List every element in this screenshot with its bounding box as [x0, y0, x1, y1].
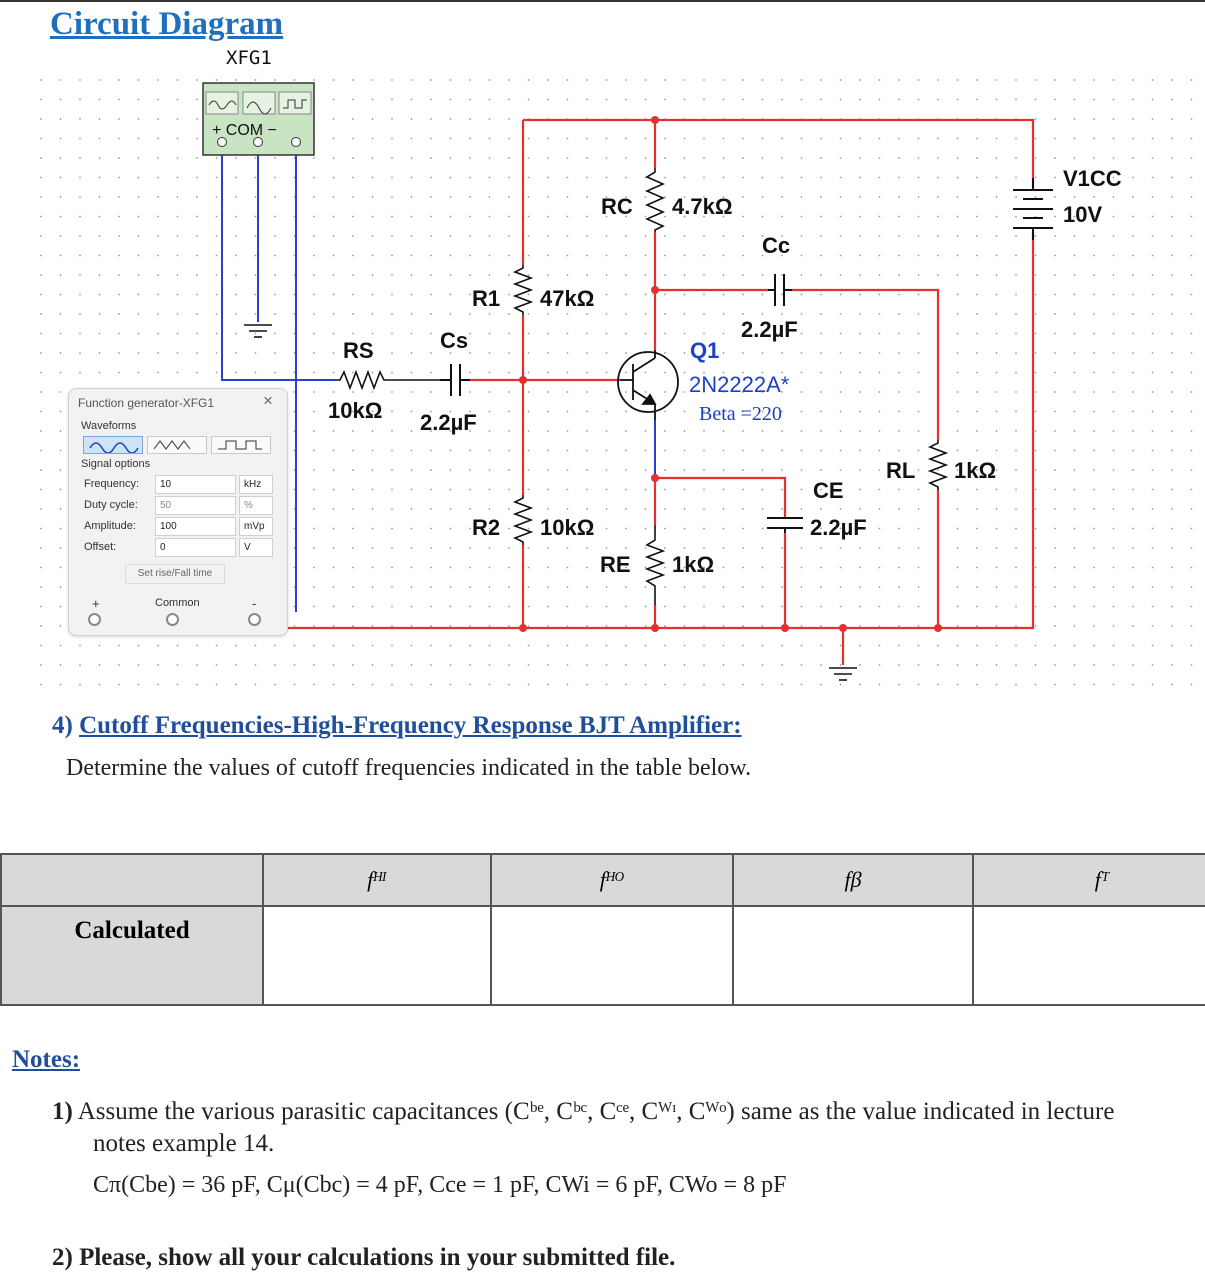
blue-wires — [221, 152, 656, 612]
resistor-r2 — [512, 495, 534, 545]
amplitude-unit[interactable]: mVp — [239, 517, 273, 536]
table-cell[interactable] — [490, 905, 734, 1006]
plus-terminal-label: + — [92, 596, 100, 611]
offset-input[interactable]: 0 — [155, 538, 236, 557]
square-wave-button[interactable] — [211, 436, 271, 454]
rl-value: 1kΩ — [954, 458, 996, 483]
r1-name: R1 — [472, 286, 500, 311]
note-2-number: 2) — [52, 1244, 73, 1271]
q-beta: Beta =220 — [699, 403, 782, 425]
red-wires — [286, 118, 1035, 665]
sine-wave-button[interactable] — [83, 436, 143, 454]
frequency-label: Frequency: — [84, 478, 140, 490]
cc-value: 2.2µF — [741, 317, 798, 342]
amplitude-label: Amplitude: — [84, 520, 136, 532]
table-cell[interactable] — [972, 905, 1205, 1006]
vcc-name: V1CC — [1063, 166, 1122, 191]
rs-name: RS — [343, 338, 374, 363]
common-terminal[interactable] — [166, 613, 179, 626]
capacitor-ce — [767, 517, 803, 533]
table-row: Calculated — [0, 905, 1205, 1006]
table-header-cell — [0, 853, 264, 907]
function-generator-window: Function generator-XFG1 × Waveforms Sign… — [68, 388, 288, 636]
offset-label: Offset: — [84, 541, 117, 553]
r2-value: 10kΩ — [540, 515, 594, 540]
cc-name: Cc — [762, 233, 790, 258]
instrument-terminals: + COM − — [212, 122, 277, 139]
transistor-q1 — [617, 350, 679, 420]
minus-terminal-label: - — [252, 596, 257, 611]
notes-heading: Notes: — [12, 1046, 81, 1073]
common-terminal-label: Common — [155, 597, 200, 609]
resistor-rc — [645, 168, 665, 232]
q-name: Q1 — [690, 338, 719, 363]
resistor-rs — [335, 369, 440, 391]
cs-name: Cs — [440, 328, 468, 353]
table-header-cell: fᵀ — [972, 853, 1205, 907]
table-cell[interactable] — [262, 905, 492, 1006]
resistor-re — [644, 525, 666, 605]
triangle-wave-button[interactable] — [147, 436, 207, 454]
note-1-values: Cπ(Cbe) = 36 pF, Cμ(Cbc) = 4 pF, Cce = 1… — [93, 1172, 787, 1198]
note-1-number: 1) — [52, 1098, 73, 1125]
page-title: Circuit Diagram — [50, 6, 284, 42]
table-cell[interactable] — [732, 905, 974, 1006]
set-rise-fall-button[interactable]: Set rise/Fall time — [125, 564, 225, 584]
duty-cycle-unit[interactable]: % — [239, 496, 273, 515]
fg-title: Function generator-XFG1 — [78, 396, 215, 410]
ce-name: CE — [813, 478, 844, 503]
note-2-line: 2) Please, show all your calculations in… — [52, 1244, 675, 1272]
ce-value: 2.2µF — [810, 515, 867, 540]
resistor-r1 — [512, 265, 534, 315]
ground-symbol-main — [829, 667, 857, 681]
minus-terminal[interactable] — [248, 613, 261, 626]
duty-cycle-input[interactable]: 50 — [155, 496, 236, 515]
duty-cycle-label: Duty cycle: — [84, 499, 138, 511]
cutoff-frequency-table: fᴴᴵ fᴴᴼ fβ fᵀ Calculated — [0, 853, 1205, 1006]
r2-name: R2 — [472, 515, 500, 540]
r1-value: 47kΩ — [540, 286, 594, 311]
signal-options-label: Signal options — [81, 458, 151, 470]
plus-terminal[interactable] — [88, 613, 101, 626]
top-rule — [0, 0, 1205, 2]
rs-value: 10kΩ — [328, 398, 382, 423]
re-value: 1kΩ — [672, 552, 714, 577]
note-1-line: 1) Assume the various parasitic capacita… — [52, 1098, 1114, 1126]
section-instruction: Determine the values of cutoff frequenci… — [66, 755, 752, 781]
vcc-value: 10V — [1063, 202, 1102, 227]
section-heading: 4) Cutoff Frequencies-High-Frequency Res… — [52, 712, 742, 740]
rl-name: RL — [886, 458, 915, 483]
waveforms-label: Waveforms — [81, 420, 137, 432]
re-name: RE — [600, 552, 631, 577]
ground-symbol-xfg — [244, 324, 272, 338]
offset-unit[interactable]: V — [239, 538, 273, 557]
section-title: Cutoff Frequencies-High-Frequency Respon… — [79, 712, 742, 739]
table-header-cell: fᴴᴵ — [262, 853, 492, 907]
note-1-continuation: notes example 14. — [93, 1130, 275, 1157]
table-header-cell: fᴴᴼ — [490, 853, 734, 907]
cs-value: 2.2µF — [420, 410, 477, 435]
row-label: Calculated — [0, 905, 264, 1006]
q-model: 2N2222A* — [689, 372, 790, 397]
table-header-row: fᴴᴵ fᴴᴼ fβ fᵀ — [0, 853, 1205, 907]
capacitor-cs — [440, 364, 470, 396]
rc-value: 4.7kΩ — [672, 194, 732, 219]
capacitor-cc — [768, 274, 792, 306]
function-generator-symbol: + COM − — [202, 82, 315, 156]
battery-vcc — [1013, 178, 1053, 240]
instrument-name: XFG1 — [226, 47, 272, 69]
rc-name: RC — [601, 194, 633, 219]
note-2-text: Please, show all your calculations in yo… — [79, 1244, 676, 1271]
resistor-rl — [927, 440, 949, 490]
frequency-input[interactable]: 10 — [155, 475, 236, 494]
frequency-unit[interactable]: kHz — [239, 475, 273, 494]
amplitude-input[interactable]: 100 — [155, 517, 236, 536]
note-1-text: Assume the various parasitic capacitance… — [77, 1098, 1115, 1125]
section-number: 4) — [52, 712, 73, 739]
close-icon[interactable]: × — [263, 391, 273, 410]
table-header-cell: fβ — [732, 853, 974, 907]
junctions — [519, 116, 942, 632]
